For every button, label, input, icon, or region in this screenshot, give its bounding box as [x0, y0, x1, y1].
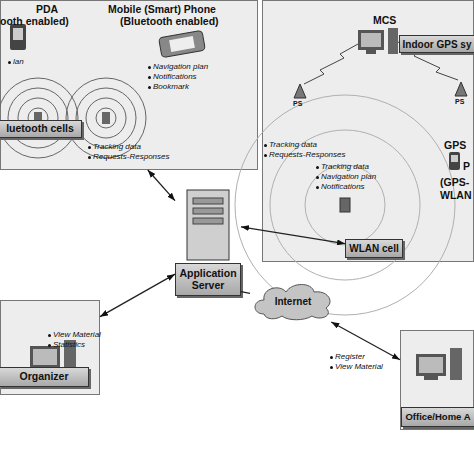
text-label: MCS: [373, 14, 396, 26]
text-label: lan: [8, 57, 24, 66]
node-label: Internet: [250, 280, 336, 322]
monitor-icon: [30, 346, 60, 368]
drive-bay: [193, 208, 223, 214]
text-label: PS: [455, 98, 464, 105]
network-cloud: Internet: [250, 280, 336, 322]
pda-icon: [10, 24, 26, 50]
text-label: Mobile (Smart) Phone: [108, 3, 216, 15]
node-label: luetooth cells: [0, 120, 82, 138]
text-label: Navigation plan: [148, 62, 208, 71]
device-icon: [340, 198, 350, 212]
text-label: PS: [293, 100, 302, 107]
monitor-stand: [366, 50, 376, 54]
monitor-icon: [358, 30, 384, 50]
drive-bay: [193, 218, 223, 224]
text-label: Tracking data: [88, 142, 141, 151]
node-label: Office/Home A: [401, 407, 474, 427]
text-label: P: [463, 160, 470, 172]
node-label: Application Server: [175, 263, 241, 296]
node-label: Indoor GPS sy: [399, 35, 474, 53]
drive-bay: [193, 198, 223, 204]
text-label: Requests-Responses: [88, 152, 169, 161]
text-label: Requests-Responses: [264, 150, 345, 159]
text-label: Bookmark: [148, 82, 189, 91]
node-label: Organizer: [0, 367, 89, 387]
text-label: GPS: [444, 139, 466, 151]
gps-screen: [451, 155, 458, 162]
monitor-icon: [416, 354, 446, 376]
text-label: Navigation plan: [316, 172, 376, 181]
text-label: ooth enabled): [0, 15, 69, 27]
text-label: (Bluetooth enabled): [120, 15, 219, 27]
connector-arrow: [100, 274, 175, 317]
text-label: (GPS-: [440, 176, 469, 188]
tower-icon: [388, 28, 398, 54]
monitor-screen: [419, 357, 443, 373]
phone-screen: [169, 36, 195, 52]
monitor-screen: [33, 349, 57, 365]
text-label: Tracking data: [316, 162, 369, 171]
text-label: WLAN: [440, 189, 472, 201]
text-label: Notifications: [148, 72, 197, 81]
monitor-stand: [424, 376, 438, 380]
connector-arrow: [148, 170, 175, 201]
text-label: Tracking data: [264, 140, 317, 149]
text-label: PDA: [36, 3, 58, 15]
text-label: View Material: [48, 330, 101, 339]
cell-badge: WLAN cell: [345, 239, 403, 258]
monitor-screen: [361, 33, 381, 47]
device-icon: [102, 112, 110, 124]
node-label: WLAN cell: [345, 239, 403, 258]
pda-screen: [13, 28, 23, 40]
gps-device-icon: [449, 152, 460, 170]
text-label: Notifications: [316, 182, 365, 191]
text-label: Register: [330, 352, 365, 361]
connector-arrow: [241, 292, 250, 294]
tower-icon: [450, 348, 462, 380]
text-label: Statistics: [48, 340, 85, 349]
text-label: View Material: [330, 362, 383, 371]
server-icon: [187, 190, 229, 260]
